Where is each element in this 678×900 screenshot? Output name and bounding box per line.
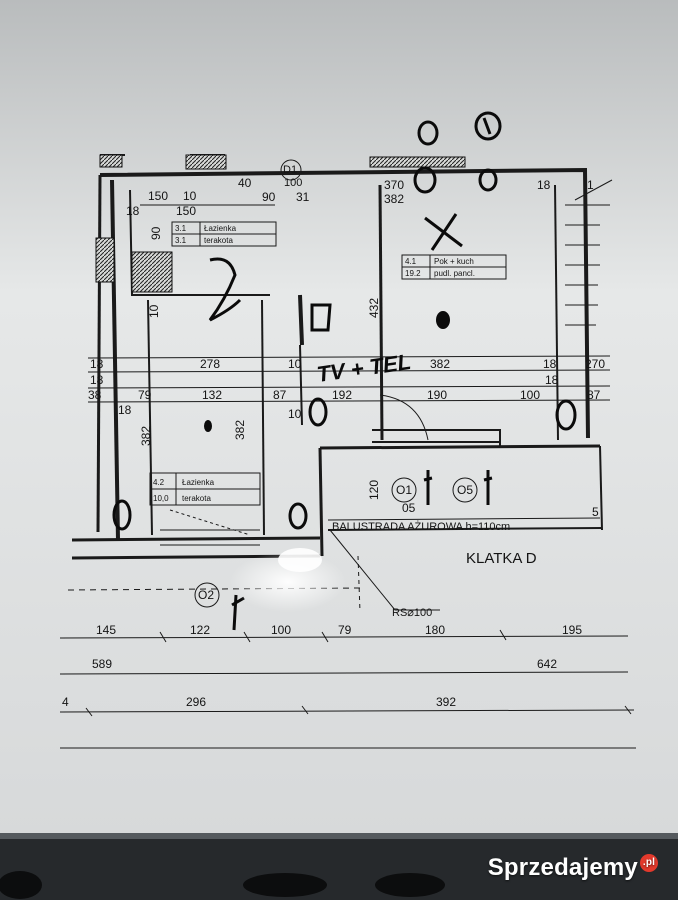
dim-top-5: 370	[384, 178, 404, 192]
dim-bot3-2: 392	[436, 695, 456, 709]
dim-v-8: 5	[592, 505, 599, 519]
dim-top-9: 18	[537, 178, 551, 192]
watermark-badge: .pl	[640, 854, 658, 872]
dim-v-7: 18	[118, 403, 132, 417]
room-1-number: 3.1	[175, 224, 187, 233]
binder-edge	[0, 833, 678, 839]
room-1-name: Łazienka	[204, 224, 237, 233]
room-3-name: Łazienka	[182, 478, 215, 487]
room-1-finish: terakota	[204, 236, 233, 245]
dim-mid1-0: 18	[90, 357, 104, 371]
dim-mid1-5: 270	[585, 357, 605, 371]
dim-bot1-4: 180	[425, 623, 445, 637]
dim-v-2: 382	[233, 420, 247, 440]
dim-mid3-5: 190	[427, 388, 447, 402]
dim-mid3-7: 87	[587, 388, 601, 402]
watermark-text: Sprzedajemy	[487, 854, 638, 881]
room-2-number: 4.1	[405, 257, 417, 266]
window-o2: O2	[198, 588, 214, 602]
dim-v-3: 120	[367, 480, 381, 500]
dim-mid2-0: 18	[90, 373, 104, 387]
dim-mid3-3: 87	[273, 388, 287, 402]
dim-v-1: 382	[139, 426, 153, 446]
window-o1: O1	[396, 483, 412, 497]
room-2-area: 19.2	[405, 269, 421, 278]
dim-mid3-2: 132	[202, 388, 222, 402]
dim-top-1: 10	[183, 189, 197, 203]
room-3-area: 10,0	[153, 494, 169, 503]
door-top-width: 100	[284, 177, 302, 189]
dim-top-3: 90	[262, 190, 276, 204]
room-2-finish: pudl. pancl.	[434, 269, 475, 278]
room-3-finish: terakota	[182, 494, 211, 503]
window-o5: O5	[457, 483, 473, 497]
dim-mid3-1: 79	[138, 388, 152, 402]
dim-top-10: 1	[587, 178, 594, 192]
pipe-label: RS⌀100	[392, 607, 432, 619]
paper	[0, 0, 678, 836]
dim-mid2-1: 18	[545, 373, 559, 387]
watermark: Sprzedajemy.pl	[488, 854, 658, 882]
dim-mid3-4: 192	[332, 388, 352, 402]
dim-bot1-5: 195	[562, 623, 582, 637]
dim-mid1-4: 18	[543, 357, 557, 371]
stair-label: KLATKA D	[466, 550, 537, 567]
room-1-area: 3.1	[175, 236, 187, 245]
balustrade-label: BALUSTRADA AŻUROWA h=110cm	[332, 520, 510, 533]
dim-bot1-1: 122	[190, 623, 210, 637]
dim-bot2-1: 642	[537, 657, 557, 671]
dim-mid3-6: 100	[520, 388, 540, 402]
dim-v-4: 90	[149, 226, 163, 240]
dim-mid3-0: 38	[88, 388, 102, 402]
dim-top-4: 31	[296, 190, 310, 204]
dim-bot1-2: 100	[271, 623, 291, 637]
room-3-number: 4.2	[153, 478, 165, 487]
dim-mid1-1: 278	[200, 357, 220, 371]
dim-mid1-3: 382	[430, 357, 450, 371]
dim-top-7: 150	[176, 204, 196, 218]
door-top-label: D1	[283, 164, 297, 176]
dim-bot1-3: 79	[338, 623, 352, 637]
dim-v-0: 432	[367, 298, 381, 318]
dim-bot3-0: 4	[62, 695, 69, 709]
room-2-name: Pok + kuch	[434, 257, 474, 266]
dim-mid1-2: 10	[288, 357, 302, 371]
dim-top-2: 40	[238, 176, 252, 190]
dim-bot1-0: 145	[96, 623, 116, 637]
dim-top-6: 382	[384, 192, 404, 206]
dim-top-8: 18	[126, 204, 140, 218]
dim-top-0: 150	[148, 189, 168, 203]
dim-v-5: 10	[147, 304, 161, 318]
dim-bot2-0: 589	[92, 657, 112, 671]
dim-bot3-1: 296	[186, 695, 206, 709]
dim-v-6: 10	[288, 407, 302, 421]
dim-v-9: 05	[402, 501, 416, 515]
